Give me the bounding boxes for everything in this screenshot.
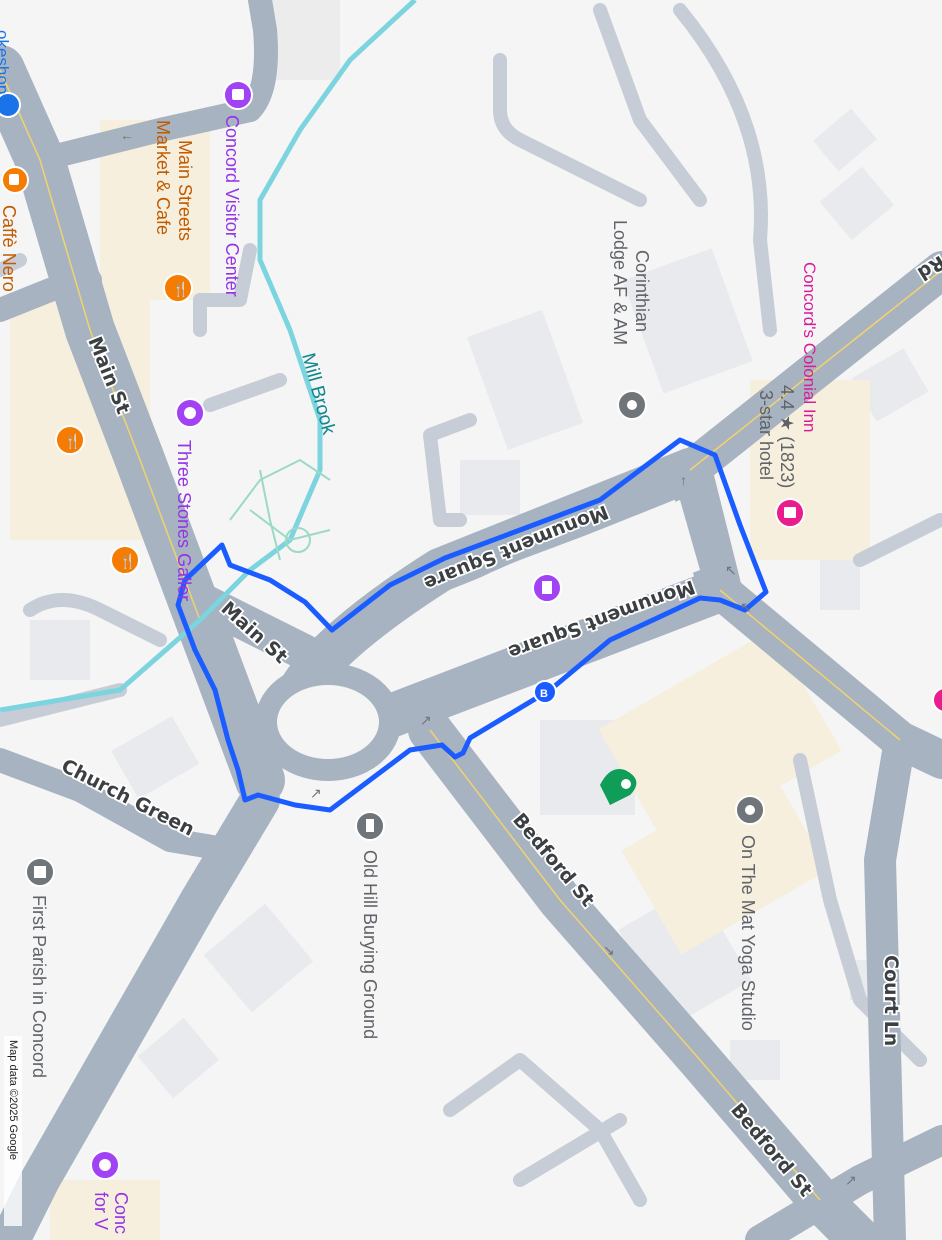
colonial-inn-marker[interactable]	[775, 498, 805, 528]
corinthian-label-line2: Lodge AF & AM	[610, 220, 630, 345]
location-pin-icon[interactable]	[600, 769, 637, 805]
restaurant-marker[interactable]: 🍴	[55, 425, 85, 455]
three-stones-gallery-marker[interactable]	[175, 398, 205, 428]
park-paths	[229, 458, 331, 561]
svg-text:↗: ↗	[845, 1172, 857, 1188]
building-footprints	[30, 108, 929, 1099]
conc-label-line1: Conc	[111, 1192, 131, 1234]
map-attribution: Map data ©2025 Google	[7, 1040, 19, 1160]
bus-stop-marker[interactable]: B	[533, 680, 557, 704]
corinthian-label-line1: Corinthian	[632, 250, 652, 332]
svg-text:B: B	[540, 688, 548, 700]
on-the-mat-label: On The Mat Yoga Studio	[738, 835, 758, 1031]
direction-arrows: ← ↑ ↖ ↖ ↗ ↗ ↘ ↗	[120, 127, 857, 1188]
mill-brook-stream	[0, 0, 417, 713]
caffe-nero-marker[interactable]	[1, 166, 29, 194]
attribution-backdrop	[4, 1036, 22, 1226]
colonial-inn-rating-label: 4.4 ★ (1823)	[777, 385, 797, 488]
conc-label-line2: for V	[91, 1192, 111, 1230]
svg-text:🍴: 🍴	[172, 281, 189, 298]
colonial-inn-name-label: Concord's Colonial Inn	[800, 262, 819, 433]
shop-marker[interactable]	[0, 92, 21, 118]
old-hill-marker[interactable]	[355, 811, 385, 841]
svg-text:↘: ↘	[603, 942, 615, 958]
first-parish-label: First Parish in Concord	[29, 895, 49, 1078]
shop-label: okeshop	[0, 30, 12, 94]
svg-text:🍴: 🍴	[64, 433, 81, 450]
rotary	[255, 663, 401, 781]
road-center-lines	[0, 69, 942, 1201]
three-stones-label: Three Stones Galler	[174, 440, 194, 601]
main-streets-cafe-marker[interactable]: 🍴	[163, 273, 193, 303]
corinthian-lodge-marker[interactable]	[617, 390, 647, 420]
restaurant-marker[interactable]: 🍴	[110, 545, 140, 575]
svg-text:🍴: 🍴	[119, 553, 136, 570]
monument-marker[interactable]	[532, 573, 562, 603]
walking-route	[175, 437, 769, 813]
caffe-nero-label: Caffè Nero	[0, 205, 19, 292]
main-streets-label-line2: Market & Cafe	[153, 120, 173, 235]
svg-text:↗: ↗	[310, 785, 322, 801]
main-streets-label-line1: Main Streets	[175, 140, 195, 241]
svg-text:↖: ↖	[725, 562, 737, 578]
first-parish-marker[interactable]	[25, 857, 55, 887]
visitor-center-marker[interactable]	[223, 80, 253, 110]
svg-text:↑: ↑	[680, 472, 687, 488]
svg-text:←: ←	[120, 127, 134, 143]
svg-text:↗: ↗	[420, 712, 432, 728]
partial-hotel-marker[interactable]	[932, 687, 942, 713]
poi-markers[interactable]: 🍴 🍴 🍴	[0, 80, 942, 1180]
gallery-marker[interactable]	[90, 1150, 120, 1180]
square-island	[360, 500, 700, 680]
visitor-center-label: Concord Visitor Center	[222, 115, 242, 297]
minor-roads	[0, 3, 942, 1207]
old-hill-label: Old Hill Burying Ground	[360, 850, 380, 1039]
colonial-inn-class-label: 3-star hotel	[756, 390, 776, 480]
court-ln-label: Court Ln	[880, 955, 902, 1046]
svg-text:↖: ↖	[740, 599, 752, 615]
on-the-mat-marker[interactable]	[735, 795, 765, 825]
